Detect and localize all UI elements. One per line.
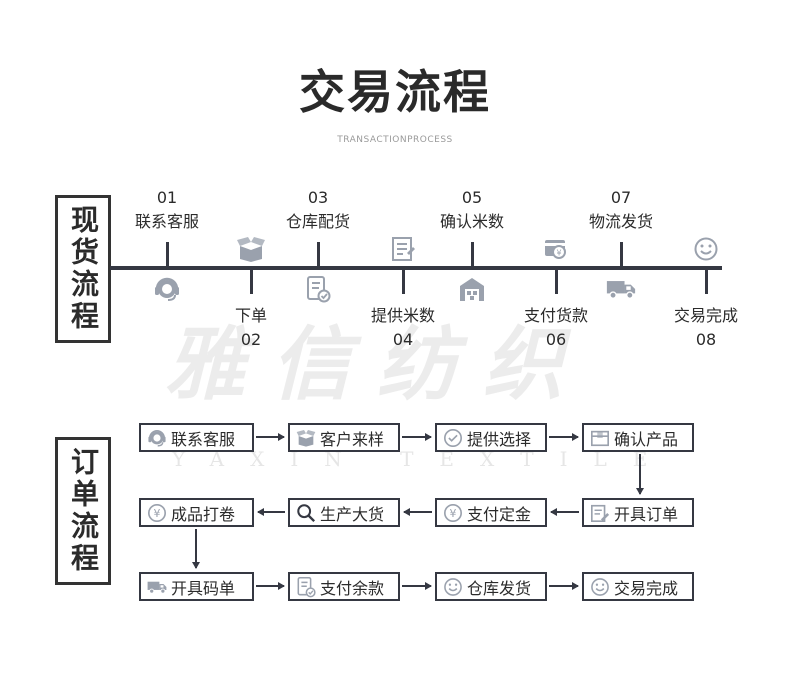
timeline-tick <box>250 268 253 294</box>
order-step-box: 仓库发货 <box>435 572 547 601</box>
step-number: 01 <box>156 188 178 207</box>
step-name: 支付货款 <box>523 306 588 325</box>
box-icon <box>590 428 610 448</box>
order-step-box: 生产大货 <box>288 498 400 527</box>
yen-circle-icon: ¥ <box>147 503 167 523</box>
step-name: 提供米数 <box>370 306 435 325</box>
order-step-box: 开具订单 <box>582 498 694 527</box>
timeline-tick <box>166 242 169 268</box>
order-step-box: 联系客服 <box>139 423 254 452</box>
order-step-label: 生产大货 <box>320 504 385 524</box>
order-step-label: 仓库发货 <box>467 578 532 598</box>
order-step-label: 支付定金 <box>467 504 532 524</box>
timeline-step: 03 仓库配货 <box>258 186 378 234</box>
order-step-label: 支付余款 <box>320 578 385 598</box>
order-step-label: 确认产品 <box>614 429 679 449</box>
step-number: 03 <box>307 188 329 207</box>
order-flow-label: 订单流程 <box>55 437 111 585</box>
page-title: 交易流程 <box>299 65 491 119</box>
order-step-box: 提供选择 <box>435 423 547 452</box>
order-step-label: 联系客服 <box>171 429 236 449</box>
timeline-step: 下单 02 <box>191 304 311 352</box>
order-step-label: 开具码单 <box>171 578 236 598</box>
order-step-box: 客户来样 <box>288 423 400 452</box>
open-box-icon <box>296 428 316 448</box>
timeline-tick <box>705 268 708 294</box>
truck-icon <box>147 577 167 597</box>
truck-icon <box>606 274 636 304</box>
order-step-box: 交易完成 <box>582 572 694 601</box>
timeline-step: 05 确认米数 <box>412 186 532 234</box>
checklist-icon <box>296 576 316 597</box>
payment-icon: ¥ <box>541 234 571 264</box>
yen-circle-icon: ¥ <box>443 503 463 523</box>
order-step-label: 交易完成 <box>614 578 679 598</box>
timeline-tick <box>471 242 474 268</box>
step-number: 04 <box>392 330 414 349</box>
checklist-icon <box>303 274 333 304</box>
smiley-icon <box>691 234 721 264</box>
check-circle-icon <box>443 428 463 448</box>
order-step-label: 提供选择 <box>467 429 532 449</box>
svg-text:¥: ¥ <box>450 507 457 520</box>
open-box-icon <box>236 234 266 264</box>
smiley-icon <box>443 577 463 597</box>
order-step-box: 确认产品 <box>582 423 694 452</box>
step-name: 交易完成 <box>673 306 738 325</box>
timeline-tick <box>620 242 623 268</box>
timeline-tick <box>317 242 320 268</box>
step-name: 仓库配货 <box>285 212 350 231</box>
step-number: 02 <box>240 330 262 349</box>
timeline-step: 支付货款 06 <box>496 304 616 352</box>
order-step-box: ¥ 成品打卷 <box>139 498 254 527</box>
timeline-tick <box>555 268 558 294</box>
watermark-brand: 雅信纺织 <box>165 318 589 411</box>
headset-icon <box>147 428 167 448</box>
step-number: 06 <box>545 330 567 349</box>
warehouse-icon <box>457 274 487 304</box>
magnifier-icon <box>296 503 316 523</box>
order-step-box: 开具码单 <box>139 572 254 601</box>
smiley-icon <box>590 577 610 597</box>
spot-flow-label: 现货流程 <box>55 195 111 343</box>
order-step-box: ¥ 支付定金 <box>435 498 547 527</box>
timeline-step: 提供米数 04 <box>343 304 463 352</box>
svg-text:¥: ¥ <box>556 249 561 258</box>
timeline-step: 交易完成 08 <box>646 304 766 352</box>
timeline-line <box>110 266 722 270</box>
timeline-tick <box>402 268 405 294</box>
document-icon <box>388 234 418 264</box>
step-number: 07 <box>610 188 632 207</box>
order-step-label: 开具订单 <box>614 504 679 524</box>
step-name: 联系客服 <box>134 212 199 231</box>
edit-document-icon <box>590 503 610 523</box>
step-name: 物流发货 <box>588 212 653 231</box>
page-subtitle: TRANSACTIONPROCESS <box>337 135 453 145</box>
order-step-label: 成品打卷 <box>171 504 236 524</box>
timeline-step: 07 物流发货 <box>561 186 681 234</box>
step-number: 08 <box>695 330 717 349</box>
svg-text:¥: ¥ <box>154 507 161 520</box>
step-name: 确认米数 <box>439 212 504 231</box>
order-step-box: 支付余款 <box>288 572 400 601</box>
step-number: 05 <box>461 188 483 207</box>
headset-icon <box>152 274 182 304</box>
step-name: 下单 <box>234 306 267 325</box>
order-step-label: 客户来样 <box>320 429 385 449</box>
timeline-step: 01 联系客服 <box>107 186 227 234</box>
